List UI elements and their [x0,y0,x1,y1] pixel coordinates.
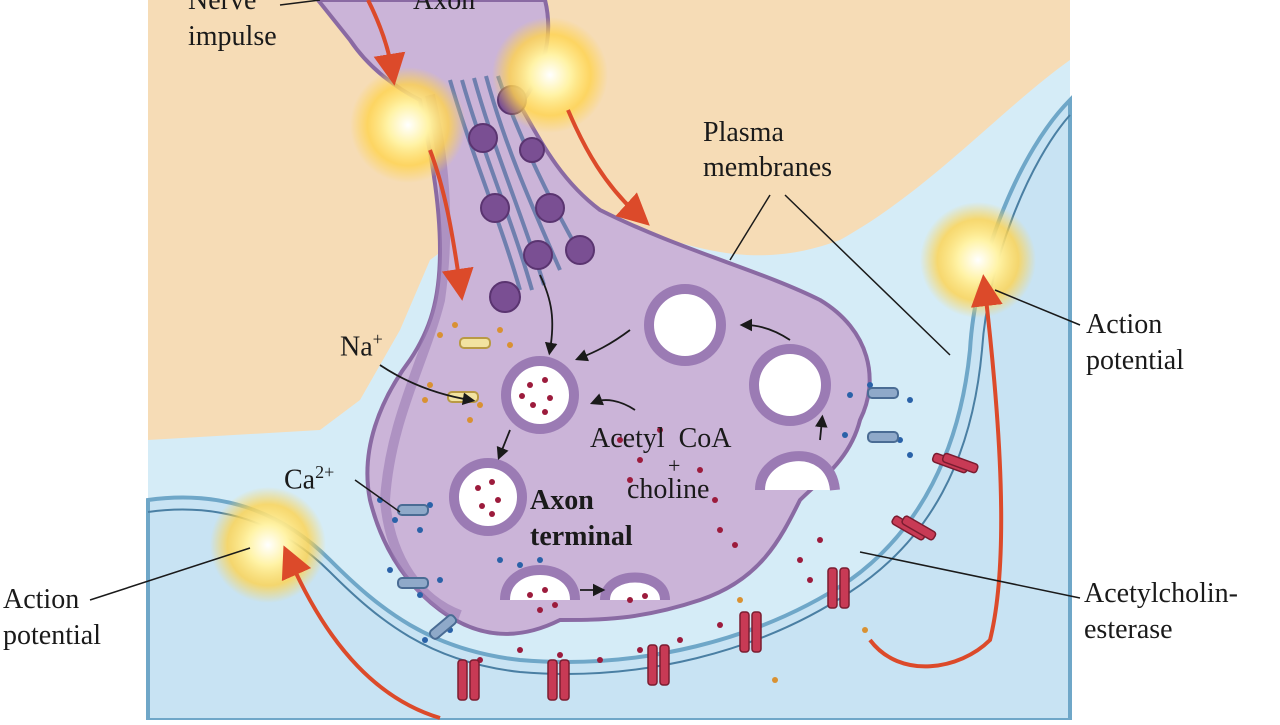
label-axon-terminal-1: Axon [530,484,594,518]
label-action-potential-left-1: Action [3,583,79,617]
label-na: Na+ [340,322,383,364]
label-impulse: impulse [188,20,277,54]
label-ca-charge: 2+ [315,462,334,482]
label-membranes: membranes [703,151,832,185]
label-choline: choline [627,473,709,507]
label-acetylcholinesterase-1: Acetylcholin- [1084,577,1238,611]
label-action-potential-right-1: Action [1086,308,1162,342]
label-nerve: Nerve [188,0,256,18]
label-action-potential-right-2: potential [1086,344,1184,378]
label-acetyl-coa: Acetyl CoA [590,422,732,456]
label-axon-terminal-2: terminal [530,520,633,554]
label-plasma: Plasma [703,116,784,150]
label-ca: Ca2+ [284,455,334,497]
label-action-potential-left-2: potential [3,619,101,653]
label-ca-text: Ca [284,464,315,495]
label-axon-top: Axon [413,0,475,18]
label-acetylcholinesterase-2: esterase [1084,613,1173,647]
label-na-text: Na [340,331,373,362]
label-na-charge: + [373,329,383,349]
